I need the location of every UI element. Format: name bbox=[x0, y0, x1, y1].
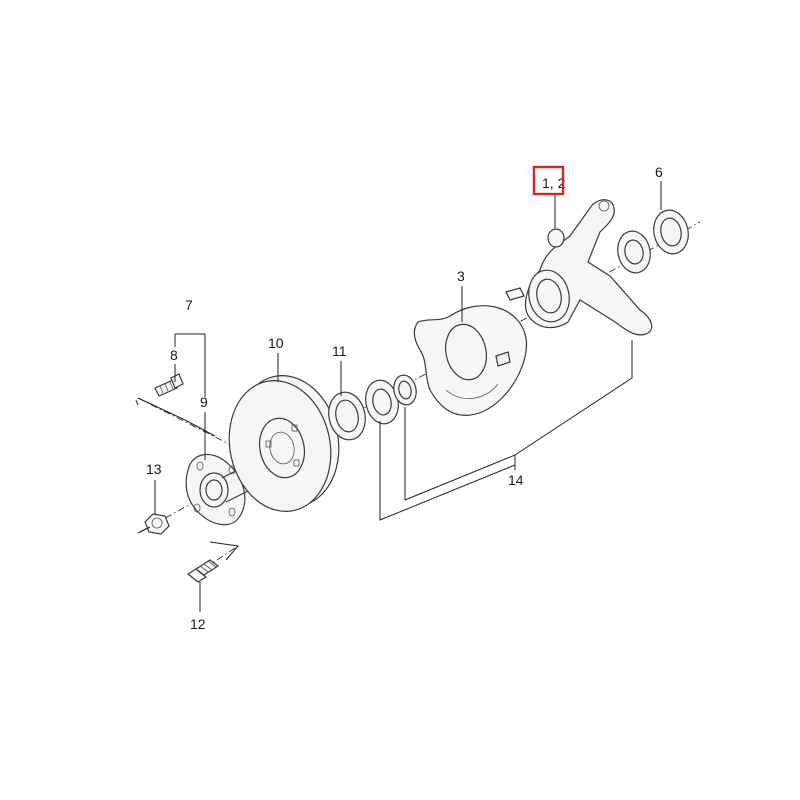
callout-10: 10 bbox=[268, 335, 284, 351]
part-14-bearings bbox=[365, 374, 417, 425]
callout-12: 12 bbox=[190, 616, 206, 632]
stud-axis bbox=[137, 397, 236, 448]
leader-lines bbox=[135, 181, 662, 612]
part-8-stud bbox=[154, 373, 184, 397]
callout-3: 3 bbox=[457, 268, 465, 284]
callout-13: 13 bbox=[146, 461, 162, 477]
callout-9: 9 bbox=[200, 394, 208, 410]
part-13-hub-nut bbox=[144, 513, 170, 535]
part-6-seal bbox=[617, 209, 689, 274]
callout-6: 6 bbox=[655, 164, 663, 180]
part-3-dust-shield bbox=[413, 305, 528, 416]
part-10-brake-disc bbox=[228, 375, 340, 512]
callout-7: 7 bbox=[185, 297, 193, 313]
highlight-box bbox=[532, 165, 565, 196]
callout-11: 11 bbox=[332, 343, 347, 359]
callout-1-2: 1, 2 bbox=[542, 175, 566, 191]
callout-8: 8 bbox=[170, 347, 178, 363]
part-1-2-steering-knuckle bbox=[505, 199, 653, 336]
part-11-oil-seal bbox=[328, 391, 366, 441]
callout-14: 14 bbox=[508, 472, 524, 488]
part-12-wheel-bolt bbox=[186, 559, 220, 583]
